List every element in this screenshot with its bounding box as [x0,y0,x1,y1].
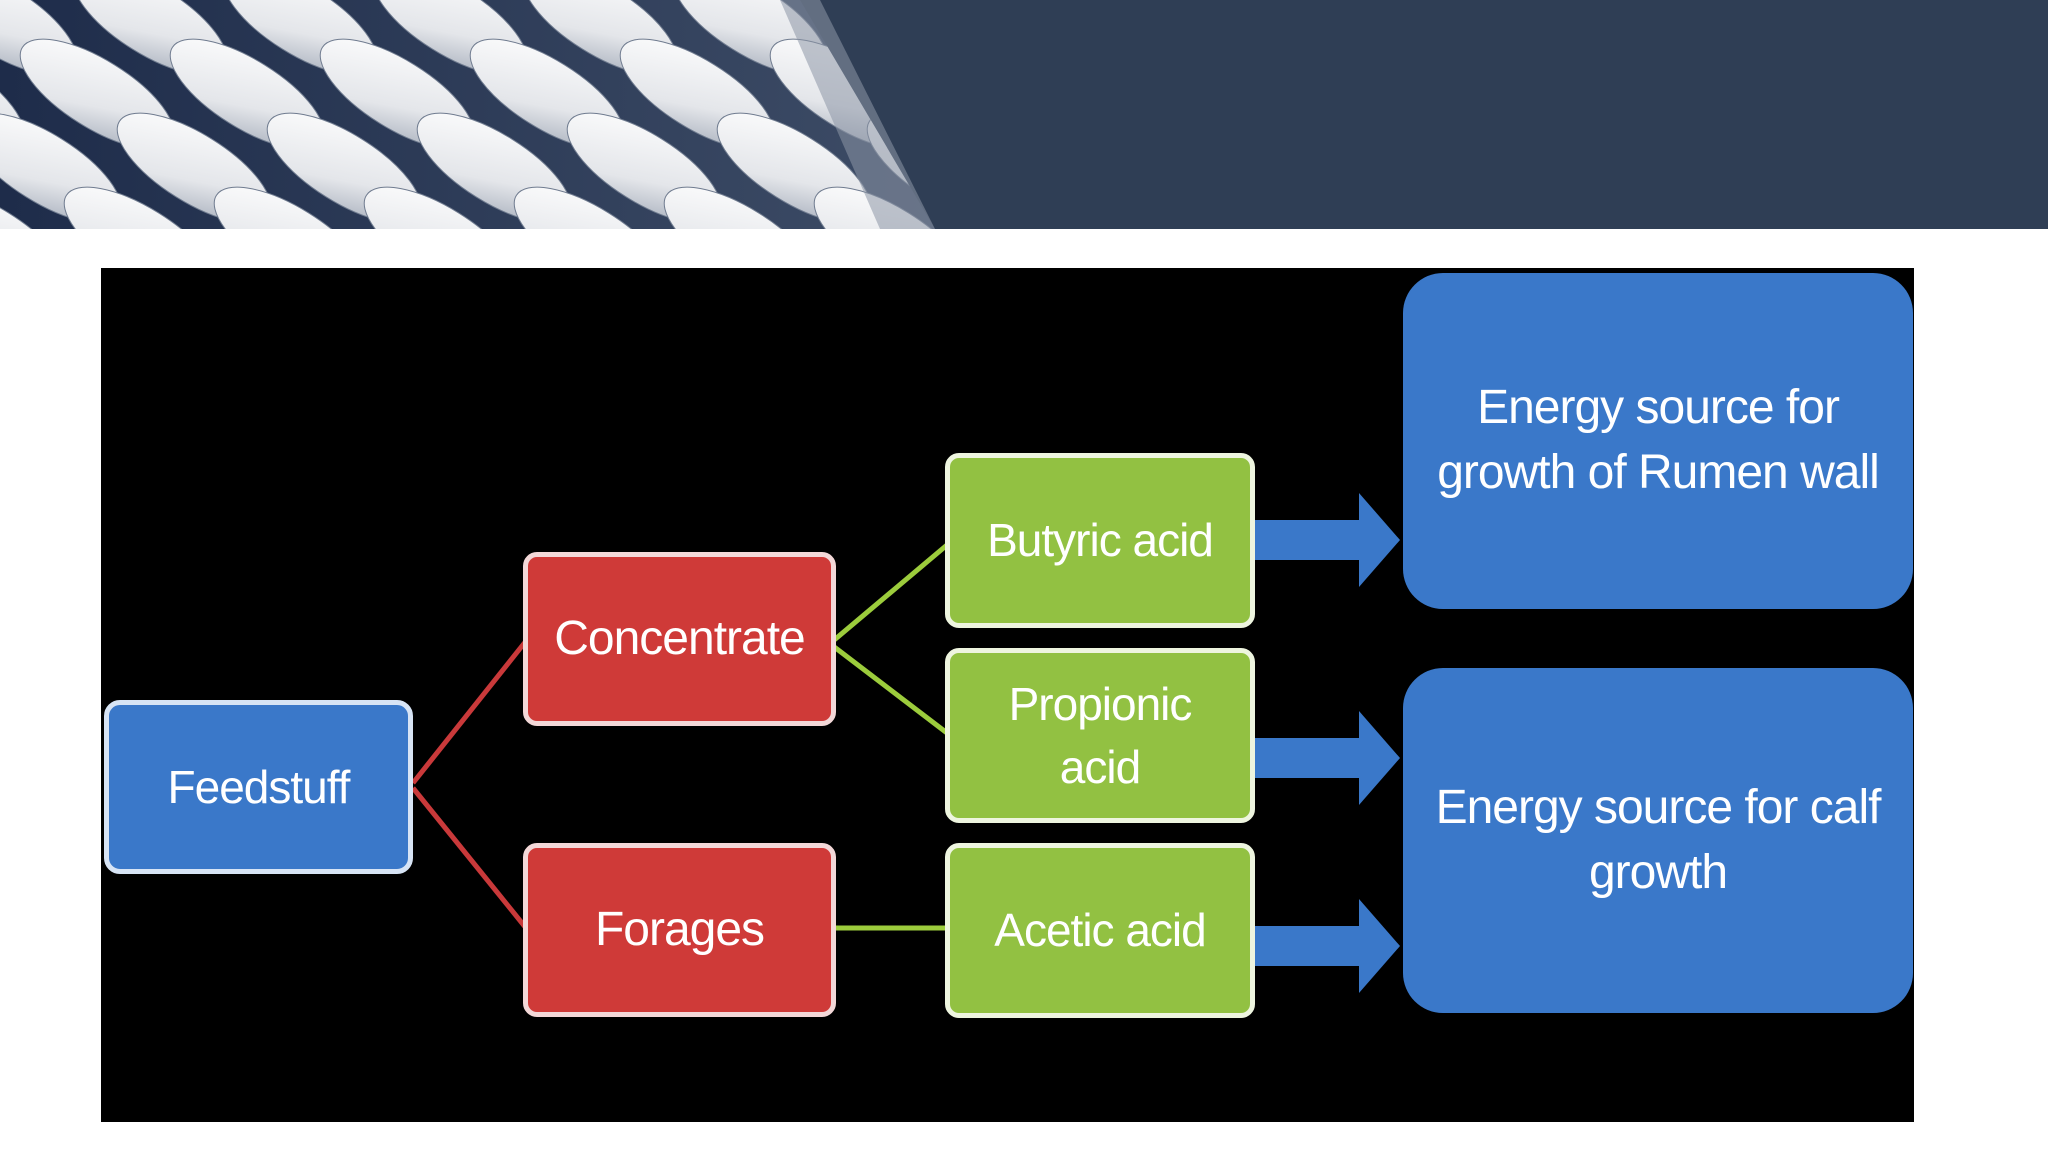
node-rumen-wall-energy-label: Energy source for growth of Rumen wall [1437,381,1880,499]
oval-panel-shape [363,186,519,229]
arrow-propionic-to-calf-growth [1251,711,1400,805]
connector-concentrate-butyric [831,543,949,643]
node-forages: Forages [523,843,836,1017]
feedstuff-flow-diagram: Feedstuff Concentrate Forages Butyric ac… [101,268,1914,1122]
node-acetic-acid: Acetic acid [945,843,1255,1018]
connector-layer [411,493,1400,993]
oval-panel-shape [0,186,69,229]
node-butyric-acid: Butyric acid [945,453,1255,628]
node-acetic-acid-label: Acetic acid [994,904,1206,957]
node-butyric-acid-label: Butyric acid [987,514,1214,567]
node-concentrate-label: Concentrate [554,611,805,665]
oval-panel-shape [663,186,819,229]
node-feedstuff: Feedstuff [104,700,413,874]
oval-panel-shape [63,186,219,229]
node-feedstuff-label: Feedstuff [167,760,351,813]
node-propionic-acid-label: Propionic acid [1008,678,1193,793]
node-forages-label: Forages [594,902,765,956]
arrow-acetic-to-calf-growth [1251,899,1400,993]
arrow-butyric-to-rumen-wall [1251,493,1400,587]
header-banner [0,0,2048,229]
connector-concentrate-propionic [831,644,949,735]
node-propionic-acid: Propionic acid [945,648,1255,823]
connector-feedstuff-concentrate [411,639,528,785]
oval-panel-shape [213,186,369,229]
node-concentrate: Concentrate [523,552,836,726]
node-rumen-wall-energy: Energy source for growth of Rumen wall [1403,273,1913,609]
node-calf-growth-energy-label: Energy source for calf growth [1435,780,1882,899]
connector-feedstuff-forages [411,786,528,930]
oval-panel-shape [513,186,669,229]
node-calf-growth-energy: Energy source for calf growth [1403,668,1913,1013]
oval-panels-texture-icon [0,0,2048,229]
